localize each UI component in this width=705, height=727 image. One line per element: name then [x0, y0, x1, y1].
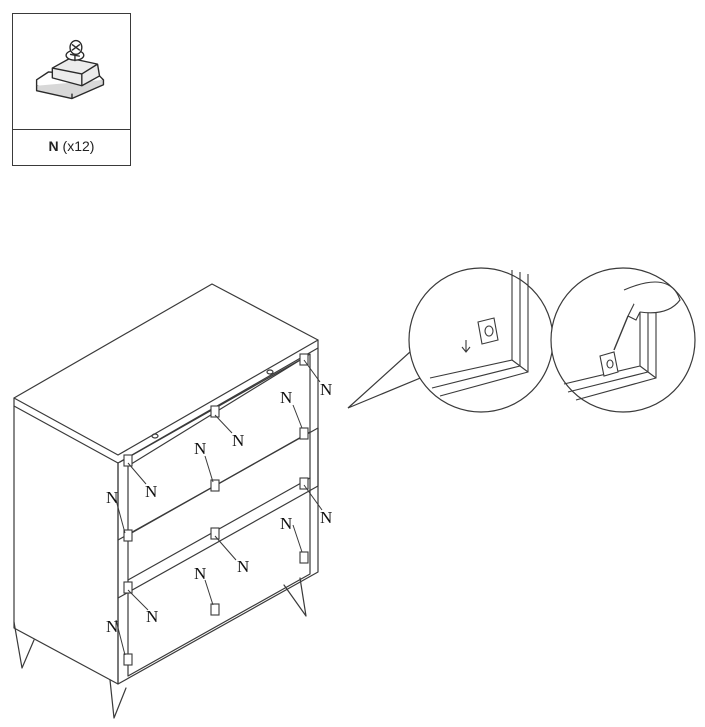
leader-lines: [115, 359, 323, 656]
callout-label: N: [237, 557, 249, 576]
part-letter: N: [48, 138, 59, 154]
fitting: [123, 529, 133, 542]
cabinet-left-side: [13, 405, 119, 685]
callout-label: N: [320, 380, 332, 399]
callout-label: N: [194, 439, 206, 458]
fitting: [123, 581, 133, 594]
leg-right: [283, 577, 307, 617]
cabinet-top: [13, 283, 319, 456]
fitting: [123, 653, 133, 666]
leg-front: [109, 679, 127, 719]
fitting: [299, 427, 309, 440]
callout-label: N: [146, 607, 158, 626]
leg-left: [13, 621, 35, 669]
fitting: [299, 477, 309, 490]
callout-label: N: [106, 617, 118, 636]
fitting: [210, 479, 220, 492]
cabinet-top-edge: [13, 339, 319, 464]
fitting: [210, 405, 220, 418]
callout-label: N: [280, 388, 292, 407]
part-caption: N (x12): [13, 138, 130, 154]
detail-insert-contents: [429, 270, 529, 397]
callout-label: N: [194, 564, 206, 583]
callout-label: N: [106, 488, 118, 507]
fitting: [210, 527, 220, 540]
fitting: [299, 551, 309, 564]
parts-list-box: N (x12): [12, 13, 131, 166]
part-quantity: (x12): [62, 138, 95, 154]
fittings: [123, 353, 309, 666]
callout-label: N: [280, 514, 292, 533]
cam-lock-fitting-icon: [35, 39, 105, 100]
box-divider: [13, 129, 130, 130]
n-labels: N N N N N N N N N N N N: [106, 380, 332, 636]
cabinet-front-inner: [127, 353, 311, 677]
fitting: [123, 454, 133, 467]
detail-screw-contents: [563, 281, 681, 401]
callout-label: N: [320, 508, 332, 527]
fitting: [210, 603, 220, 616]
callout-label: N: [145, 482, 157, 501]
callout-label: N: [232, 431, 244, 450]
fitting: [299, 353, 309, 366]
